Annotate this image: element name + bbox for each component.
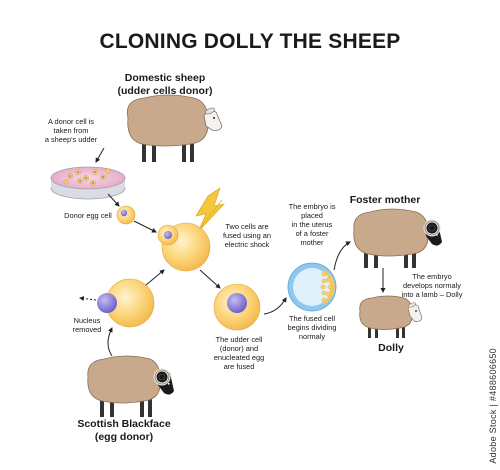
domestic-sheep-illustration xyxy=(126,94,223,162)
label-embryo-placed: The embryo is placed in the uterus of a … xyxy=(288,202,336,247)
label-donor-egg-cell: Donor egg cell xyxy=(64,211,112,220)
label-foster-mother: Foster mother xyxy=(349,194,421,206)
petri-dish-icon xyxy=(50,166,126,200)
arrow-egg-to-fusion xyxy=(145,269,165,286)
donor-cell xyxy=(116,205,136,225)
electric-spark-icon xyxy=(195,187,225,233)
label-two-cells-fused: Two cells are fused using an electric sh… xyxy=(222,222,272,249)
arrow-fusion-to-fused-cell xyxy=(199,269,221,289)
process-arrows xyxy=(95,147,386,357)
arrow-donor-cell-to-fusion xyxy=(133,220,157,233)
arrow-embryo-to-foster-mother xyxy=(333,241,351,271)
label-dolly: Dolly xyxy=(378,342,404,354)
label-donor-cell-taken: A donor cell is taken from a sheep's udd… xyxy=(44,117,98,144)
arrow-fused-cell-to-embryo xyxy=(263,297,287,315)
fusion-cell xyxy=(157,222,211,272)
label-udder-cell-fused: The udder cell (donor) and enucleated eg… xyxy=(213,335,265,371)
foster-mother-illustration xyxy=(353,208,442,268)
scottish-blackface-illustration xyxy=(87,355,174,417)
dolly-illustration xyxy=(359,295,423,338)
embryo-blastocyst xyxy=(287,262,337,312)
page-title: CLONING DOLLY THE SHEEP xyxy=(99,30,401,53)
label-nucleus-removed: Nucleus removed xyxy=(72,316,102,334)
label-domestic-sheep: Domestic sheep (udder cells donor) xyxy=(117,72,213,97)
arrow-blackface-to-egg xyxy=(107,327,113,357)
fused-cell xyxy=(213,283,261,331)
stock-watermark: Adobe Stock | #488606650 xyxy=(488,348,498,464)
arrow-cell-to-dish xyxy=(95,147,105,163)
label-embryo-develops: The embryo develops normaly into a lamb … xyxy=(401,272,463,299)
label-fused-cell-dividing: The fused cell begins dividing normaly xyxy=(287,314,337,341)
arrow-dish-to-donor-cell xyxy=(107,193,120,207)
arrow-nucleus-removed xyxy=(79,296,97,301)
label-scottish-blackface: Scottish Blackface (egg donor) xyxy=(77,418,171,443)
egg-cell xyxy=(97,278,155,328)
